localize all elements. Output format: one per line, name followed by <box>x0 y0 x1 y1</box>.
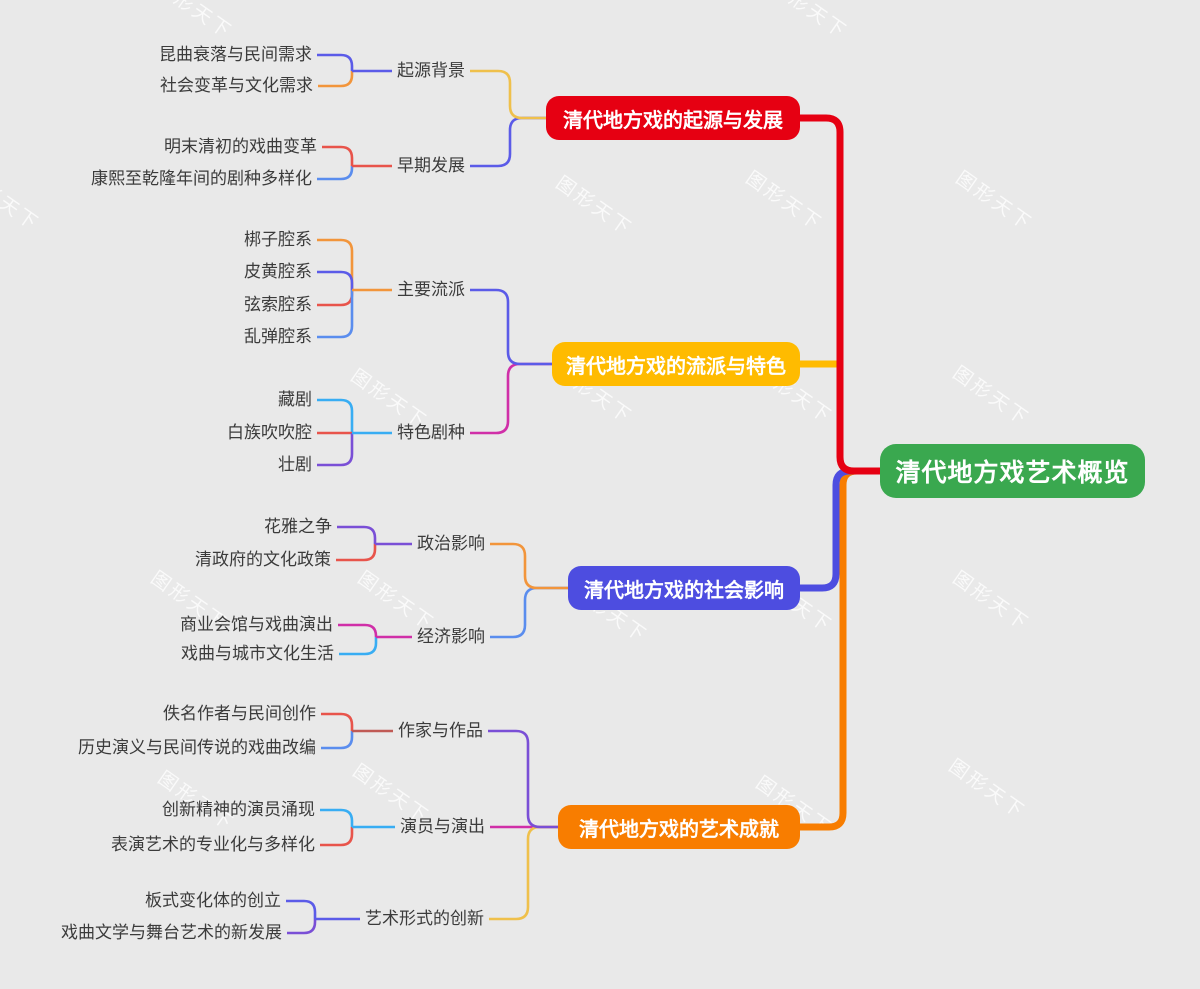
sub-topic-1-1[interactable]: 起源背景 <box>397 60 465 80</box>
sub-topic-3-1[interactable]: 政治影响 <box>417 533 485 553</box>
leaf-topic-3-1-1[interactable]: 花雅之争 <box>264 516 332 536</box>
sub-topic-4-2[interactable]: 演员与演出 <box>400 816 485 836</box>
leaf-topic-4-3-2[interactable]: 戏曲文学与舞台艺术的新发展 <box>61 922 282 942</box>
connector-leaf-2-2-3 <box>317 433 354 467</box>
connector-leaf-3-2-2 <box>339 637 378 656</box>
connector-sub-1-1 <box>470 69 546 120</box>
connector-leaf-2-1-2 <box>317 270 354 290</box>
sub-topic-2-2[interactable]: 特色剧种 <box>397 422 465 442</box>
connector-leaf-3-1-1 <box>337 525 377 544</box>
sub-topic-4-3[interactable]: 艺术形式的创新 <box>365 908 484 928</box>
leaf-topic-4-2-1[interactable]: 创新精神的演员涌现 <box>162 799 315 819</box>
connector-sub-3-1 <box>490 542 568 590</box>
leaf-topic-3-2-1[interactable]: 商业会馆与戏曲演出 <box>180 614 333 634</box>
leaf-topic-2-2-3[interactable]: 壮剧 <box>278 454 312 474</box>
leaf-topic-4-3-1[interactable]: 板式变化体的创立 <box>145 890 281 910</box>
leaf-topic-2-2-1[interactable]: 藏剧 <box>278 389 312 409</box>
root-node[interactable]: 清代地方戏艺术概览 <box>880 444 1145 498</box>
connector-leaf-4-1-2 <box>321 731 354 750</box>
leaf-topic-4-2-2[interactable]: 表演艺术的专业化与多样化 <box>111 834 315 854</box>
leaf-topic-4-1-2[interactable]: 历史演义与民间传说的戏曲改编 <box>78 737 316 757</box>
sub-topic-2-1[interactable]: 主要流派 <box>397 279 465 299</box>
branch-node-4[interactable]: 清代地方戏的艺术成就 <box>558 805 800 849</box>
leaf-topic-1-1-1[interactable]: 昆曲衰落与民间需求 <box>159 44 312 64</box>
connector-leaf-1-1-1 <box>317 53 354 71</box>
connector-leaf-1-1-2 <box>318 71 354 88</box>
sub-topic-4-1[interactable]: 作家与作品 <box>398 720 483 740</box>
leaf-topic-3-1-2[interactable]: 清政府的文化政策 <box>195 549 331 569</box>
leaf-topic-1-2-1[interactable]: 明末清初的戏曲变革 <box>164 136 317 156</box>
connector-sub-2-1 <box>470 288 552 366</box>
connector-leaf-4-1-1 <box>321 712 354 731</box>
leaf-topic-2-1-1[interactable]: 梆子腔系 <box>244 229 312 249</box>
leaf-topic-1-1-2[interactable]: 社会变革与文化需求 <box>160 75 313 95</box>
connector-leaf-4-2-2 <box>320 827 354 847</box>
connector-leaf-4-3-1 <box>286 899 317 919</box>
connector-leaf-4-3-2 <box>287 919 317 935</box>
sub-topic-3-2[interactable]: 经济影响 <box>417 626 485 646</box>
leaf-topic-1-2-2[interactable]: 康熙至乾隆年间的剧种多样化 <box>91 168 312 188</box>
branch-node-2[interactable]: 清代地方戏的流派与特色 <box>552 342 800 386</box>
connector-leaf-1-2-1 <box>322 145 354 166</box>
leaf-topic-3-2-2[interactable]: 戏曲与城市文化生活 <box>181 643 334 663</box>
leaf-topic-2-1-2[interactable]: 皮黄腔系 <box>244 261 312 281</box>
leaf-topic-4-1-1[interactable]: 佚名作者与民间创作 <box>163 703 316 723</box>
leaf-topic-2-2-2[interactable]: 白族吹吹腔 <box>227 422 312 442</box>
connector-sub-4-1 <box>488 729 558 829</box>
trunk-connector-branch-1 <box>800 114 881 475</box>
branch-node-1[interactable]: 清代地方戏的起源与发展 <box>546 96 800 140</box>
branch-node-3[interactable]: 清代地方戏的社会影响 <box>568 566 800 610</box>
sub-topic-1-2[interactable]: 早期发展 <box>397 155 465 175</box>
connector-leaf-2-1-1 <box>317 238 354 290</box>
leaf-topic-2-1-3[interactable]: 弦索腔系 <box>244 294 312 314</box>
connector-leaf-4-2-1 <box>320 808 354 827</box>
leaf-topic-2-1-4[interactable]: 乱弹腔系 <box>244 326 312 346</box>
connector-leaf-2-2-1 <box>317 398 354 433</box>
connector-leaf-2-1-4 <box>317 290 354 339</box>
connector-leaf-3-1-2 <box>336 544 377 562</box>
connector-leaf-1-2-2 <box>317 166 354 181</box>
